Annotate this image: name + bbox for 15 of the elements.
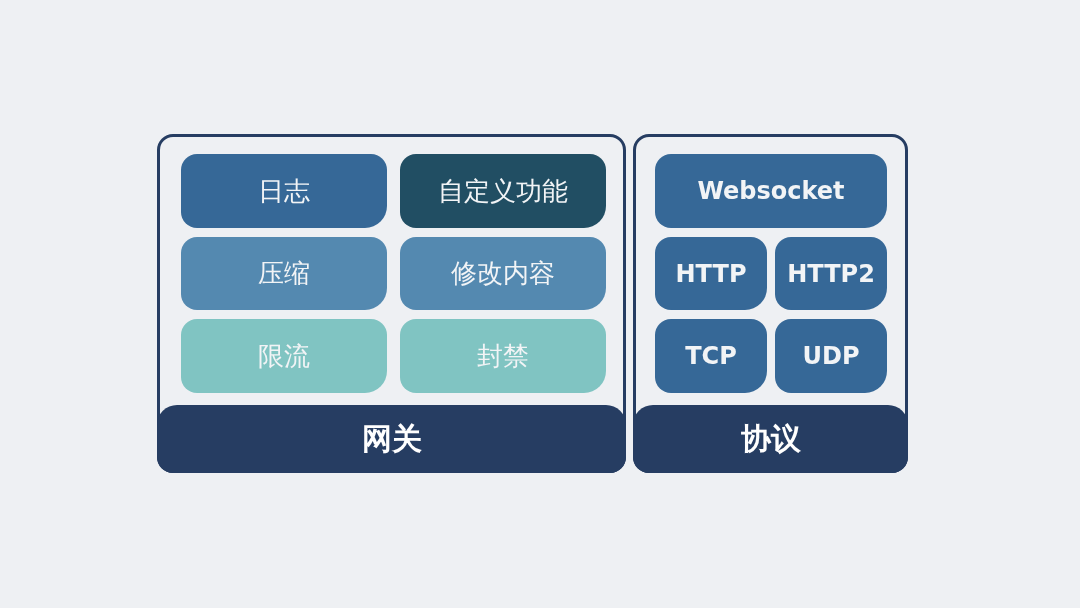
panel-title-band: 协议 bbox=[633, 405, 908, 473]
feature-box: 自定义功能 bbox=[400, 154, 606, 228]
container-panel bbox=[633, 134, 908, 473]
protocol-box: HTTP bbox=[655, 237, 767, 310]
protocol-box: TCP bbox=[655, 319, 767, 393]
feature-box: 限流 bbox=[181, 319, 387, 393]
feature-box: 封禁 bbox=[400, 319, 606, 393]
protocol-box: UDP bbox=[775, 319, 887, 393]
feature-box: 日志 bbox=[181, 154, 387, 228]
feature-box: 修改内容 bbox=[400, 237, 606, 310]
panel-title-band: 网关 bbox=[157, 405, 626, 473]
container-panel bbox=[157, 134, 626, 473]
protocol-box: HTTP2 bbox=[775, 237, 887, 310]
feature-box: 压缩 bbox=[181, 237, 387, 310]
protocol-box: Websocket bbox=[655, 154, 887, 228]
